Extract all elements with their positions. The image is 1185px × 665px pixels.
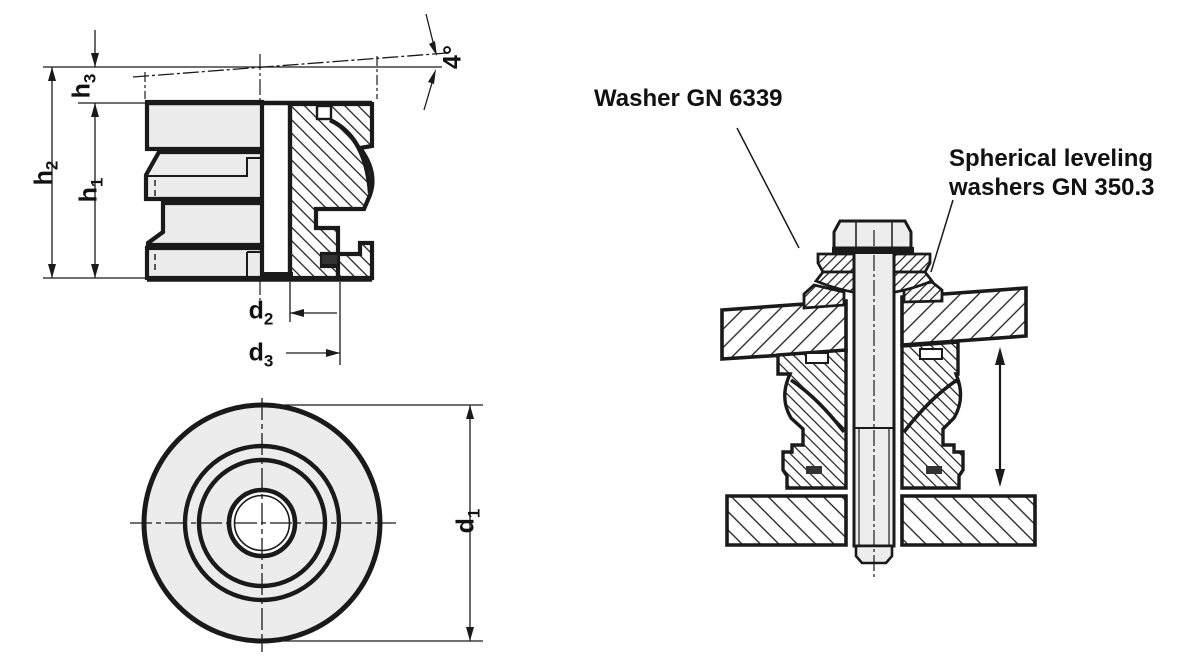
bolt-thread-end	[854, 544, 894, 565]
band-4	[144, 245, 265, 281]
washer-note: Washer GN 6339	[594, 85, 783, 112]
section-dimensions	[43, 13, 437, 365]
leader-washer-gn6339	[736, 127, 800, 249]
section-left-half	[143, 99, 265, 281]
spherical-washers-note: Spherical leveling washers GN 350.3	[949, 144, 1154, 202]
dim-label-angle: 4°	[438, 45, 467, 69]
band-1	[144, 99, 265, 152]
band-3	[145, 200, 265, 248]
element-notch-left	[805, 352, 829, 364]
top-view	[130, 398, 483, 652]
spherical-note-line2: washers GN 350.3	[949, 174, 1155, 201]
crosshair-centerlines	[130, 398, 396, 652]
dim-label-h2: h2	[29, 160, 62, 186]
element-notch-right	[919, 348, 943, 360]
element-joint-line-left	[790, 378, 846, 434]
section-hatch-lower-right	[335, 240, 375, 281]
hex-head	[832, 219, 913, 250]
leader-spherical-washers	[930, 199, 954, 273]
spherical-note-line1: Spherical leveling	[949, 145, 1154, 172]
top-notch	[315, 104, 333, 121]
element-seal-right	[926, 466, 942, 474]
bore-bottom-mark	[262, 272, 293, 281]
section-right-half	[287, 101, 375, 281]
head-washer-band	[832, 247, 914, 254]
lower-plate	[725, 494, 1037, 547]
assembly-view	[720, 127, 1037, 578]
element-joint-line-right	[902, 378, 958, 434]
dim-label-d2: d2	[248, 296, 274, 329]
d1-dimension	[284, 404, 483, 642]
bolt	[832, 219, 914, 578]
element-right	[900, 340, 965, 490]
spherical-joint-line	[329, 118, 373, 194]
lower-plate-left	[725, 494, 848, 547]
tilted-centerline-4deg	[132, 52, 448, 78]
dim-label-h3: h3	[67, 73, 100, 99]
section-view	[43, 13, 448, 365]
element-seal-left	[806, 466, 822, 474]
lower-plate-right	[900, 494, 1037, 547]
seal-mark	[322, 255, 337, 264]
section-left-steps	[148, 157, 262, 278]
adjustment-arrow	[995, 347, 1005, 487]
dim-label-h1: h1	[74, 177, 107, 203]
dim-label-d1: d1	[451, 508, 484, 534]
dim-label-d3: d3	[248, 338, 274, 371]
